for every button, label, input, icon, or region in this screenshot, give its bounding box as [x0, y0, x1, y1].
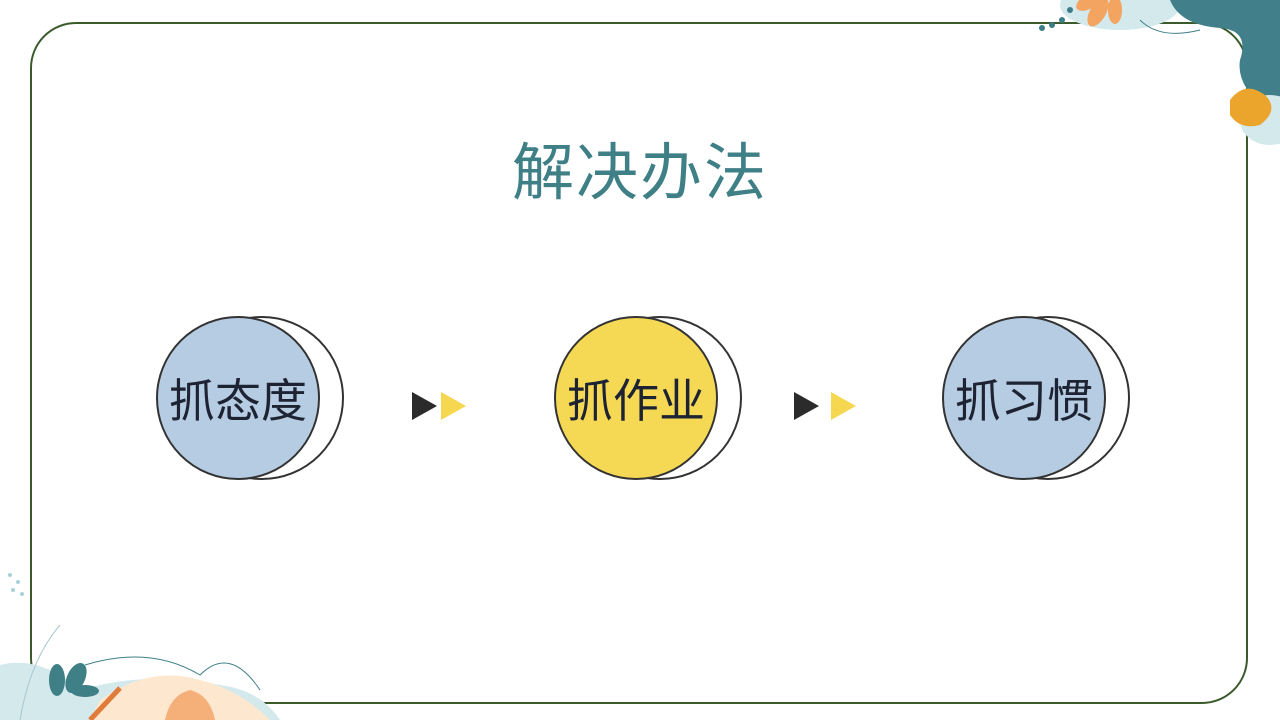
arrow-yellow-icon — [831, 392, 856, 420]
bottom-left-floral-decoration — [0, 573, 280, 720]
step-label: 抓作业 — [567, 374, 705, 428]
arrow-yellow-icon — [441, 392, 466, 420]
step-homework: 抓作业 — [554, 316, 744, 480]
slide-title: 解决办法 — [511, 136, 768, 209]
step-label: 抓态度 — [169, 374, 307, 428]
step-label: 抓习惯 — [955, 374, 1093, 428]
step-circle: 抓作业 — [554, 316, 718, 480]
step-circle: 抓态度 — [156, 316, 320, 480]
step-habits: 抓习惯 — [942, 316, 1132, 480]
step-attitude: 抓态度 — [156, 316, 346, 480]
slide-frame — [30, 22, 1248, 704]
arrow-dark-icon — [412, 392, 437, 420]
top-right-floral-decoration — [1039, 0, 1280, 145]
arrow-dark-icon — [794, 392, 819, 420]
step-circle: 抓习惯 — [942, 316, 1106, 480]
